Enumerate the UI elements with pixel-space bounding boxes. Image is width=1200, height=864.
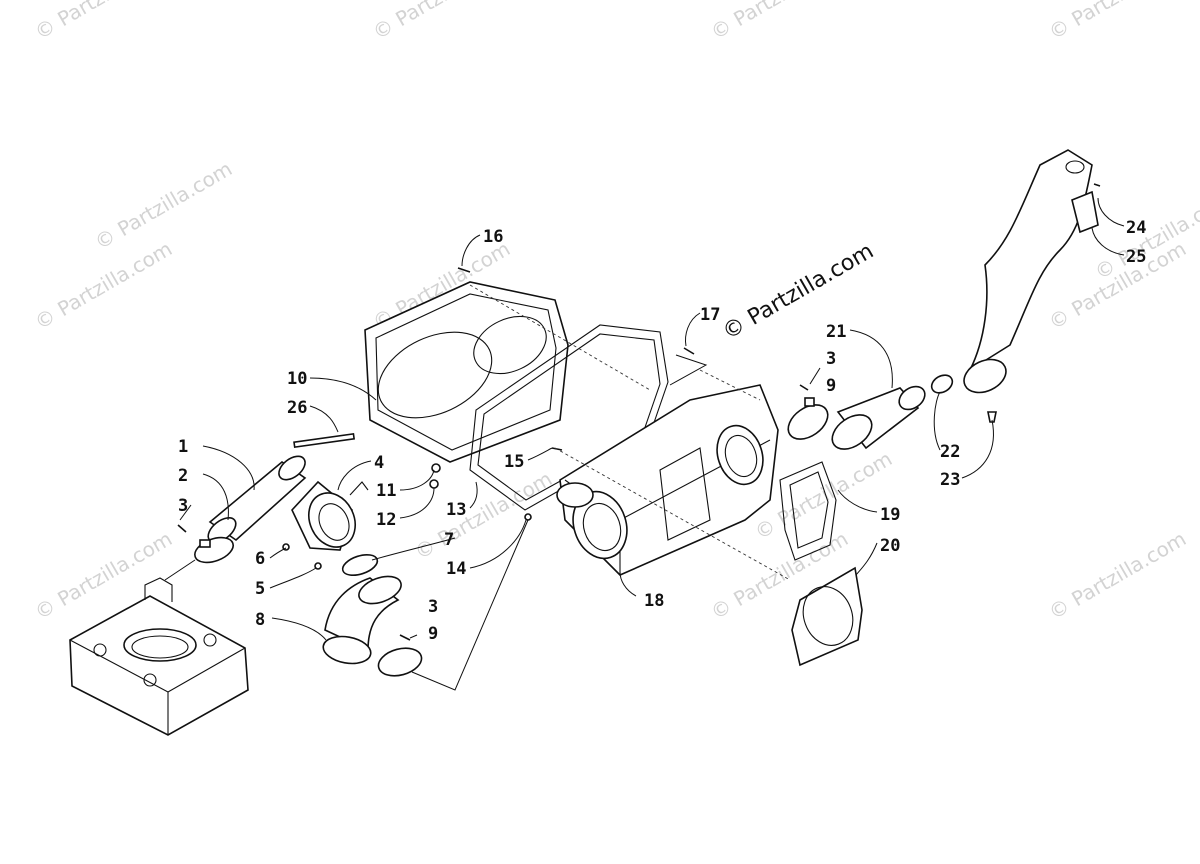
elbow-duct bbox=[322, 575, 402, 665]
callout-1: 1 bbox=[178, 437, 188, 457]
watermark-main: © Partzilla.com bbox=[719, 239, 879, 346]
callout-3: 3 bbox=[826, 349, 836, 369]
watermark-text: © Partzilla.com bbox=[1045, 526, 1191, 624]
callout-4: 4 bbox=[374, 453, 384, 473]
callout-9: 9 bbox=[826, 376, 836, 396]
callout-12: 12 bbox=[376, 510, 396, 530]
clutch-housing bbox=[556, 384, 779, 576]
leader-lines bbox=[179, 197, 1125, 641]
callout-8: 8 bbox=[255, 610, 265, 630]
callout-13: 13 bbox=[446, 500, 466, 520]
callout-15: 15 bbox=[504, 452, 524, 472]
clamp bbox=[787, 397, 829, 440]
callout-6: 6 bbox=[255, 549, 265, 569]
callout-16: 16 bbox=[483, 227, 503, 247]
callout-3: 3 bbox=[178, 496, 188, 516]
connector-lines bbox=[164, 284, 791, 691]
callout-10: 10 bbox=[287, 369, 307, 389]
gasket bbox=[469, 324, 669, 511]
callout-17: 17 bbox=[700, 305, 720, 325]
callout-25: 25 bbox=[1126, 247, 1146, 267]
watermark-text: © Partzilla.com bbox=[369, 0, 515, 44]
callout-24: 24 bbox=[1126, 218, 1146, 238]
clutch-cover bbox=[364, 281, 569, 463]
intake-boot bbox=[207, 455, 307, 543]
callout-2: 2 bbox=[178, 466, 188, 486]
watermark-text: © Partzilla.com bbox=[1045, 0, 1191, 44]
callout-3: 3 bbox=[428, 597, 438, 617]
clamp bbox=[377, 647, 423, 677]
callout-20: 20 bbox=[880, 536, 900, 556]
hardware bbox=[177, 183, 1101, 641]
adapter-plate bbox=[791, 566, 863, 667]
exhaust-duct bbox=[831, 385, 926, 450]
callout-7: 7 bbox=[444, 530, 454, 550]
gasket bbox=[779, 461, 837, 561]
callout-19: 19 bbox=[880, 505, 900, 525]
clamp bbox=[341, 553, 379, 577]
callout-9: 9 bbox=[428, 624, 438, 644]
outlet-hose bbox=[963, 149, 1099, 394]
clamp bbox=[194, 536, 234, 564]
callout-11: 11 bbox=[376, 481, 396, 501]
callout-5: 5 bbox=[255, 579, 265, 599]
watermark-text: © Partzilla.com bbox=[31, 0, 177, 44]
callout-23: 23 bbox=[940, 470, 960, 490]
callout-18: 18 bbox=[644, 591, 664, 611]
callout-21: 21 bbox=[826, 322, 846, 342]
callout-labels: 1 2 3 4 5 6 7 8 3 9 10 11 12 13 14 15 16… bbox=[178, 218, 1146, 644]
airbox-housing bbox=[69, 577, 249, 736]
throttle-body bbox=[291, 480, 369, 551]
callout-26: 26 bbox=[287, 398, 307, 418]
clamp bbox=[930, 374, 954, 394]
watermark-text: © Partzilla.com bbox=[707, 0, 853, 44]
callout-14: 14 bbox=[446, 559, 466, 579]
callout-22: 22 bbox=[940, 442, 960, 462]
